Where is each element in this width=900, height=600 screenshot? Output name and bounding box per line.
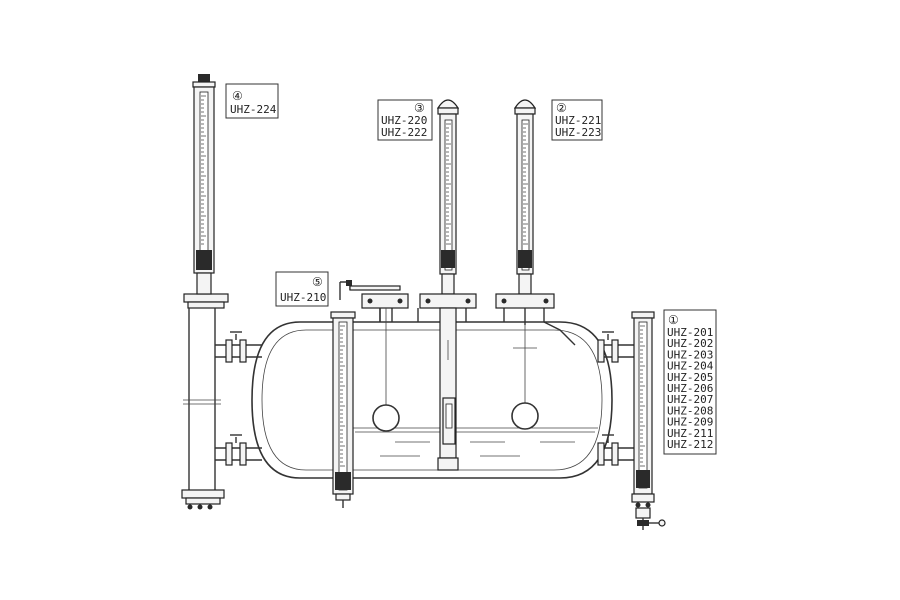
label-model: UHZ-210 [280,291,326,304]
label-model: UHZ-207 [667,393,713,406]
label-number-1: ① [668,313,679,327]
label-model: UHZ-221 [555,114,601,127]
level-gauge-1 [631,311,666,530]
label-model: UHZ-206 [667,382,713,395]
label-model: UHZ-205 [667,371,713,384]
level-gauge-2 [495,99,555,430]
label-box-5: ⑤ UHZ-210 [275,271,329,307]
label-model: UHZ-222 [381,126,427,139]
label-box-2: ② UHZ-221 UHZ-223 [551,99,603,141]
label-number-3: ③ [414,101,425,115]
label-box-1: ① UHZ-201UHZ-202UHZ-203UHZ-204UHZ-205UHZ… [663,309,717,455]
horizontal-tank [251,308,613,479]
label-model: UHZ-223 [555,126,601,139]
label-model: UHZ-224 [230,103,277,116]
label-model: UHZ-204 [667,360,714,373]
label-model: UHZ-212 [667,438,713,451]
right-bypass-connections [597,331,634,466]
label-model: UHZ-202 [667,337,713,350]
label-number-4: ④ [232,89,243,103]
left-bypass-chamber [181,293,262,510]
label-model: UHZ-208 [667,404,713,417]
label-number-2: ② [556,101,567,115]
level-gauge-3 [419,99,477,471]
level-gauge-5 [330,280,409,508]
label-model: UHZ-203 [667,348,713,361]
label-number-5: ⑤ [312,275,323,289]
label-box-4: ④ UHZ-224 [225,83,279,119]
label-box-3: ③ UHZ-220 UHZ-222 [377,99,433,141]
level-gauge-4 [192,74,216,295]
label-model: UHZ-201 [667,326,713,339]
label-model: UHZ-211 [667,427,713,440]
label-model: UHZ-209 [667,416,713,429]
label-model: UHZ-220 [381,114,427,127]
